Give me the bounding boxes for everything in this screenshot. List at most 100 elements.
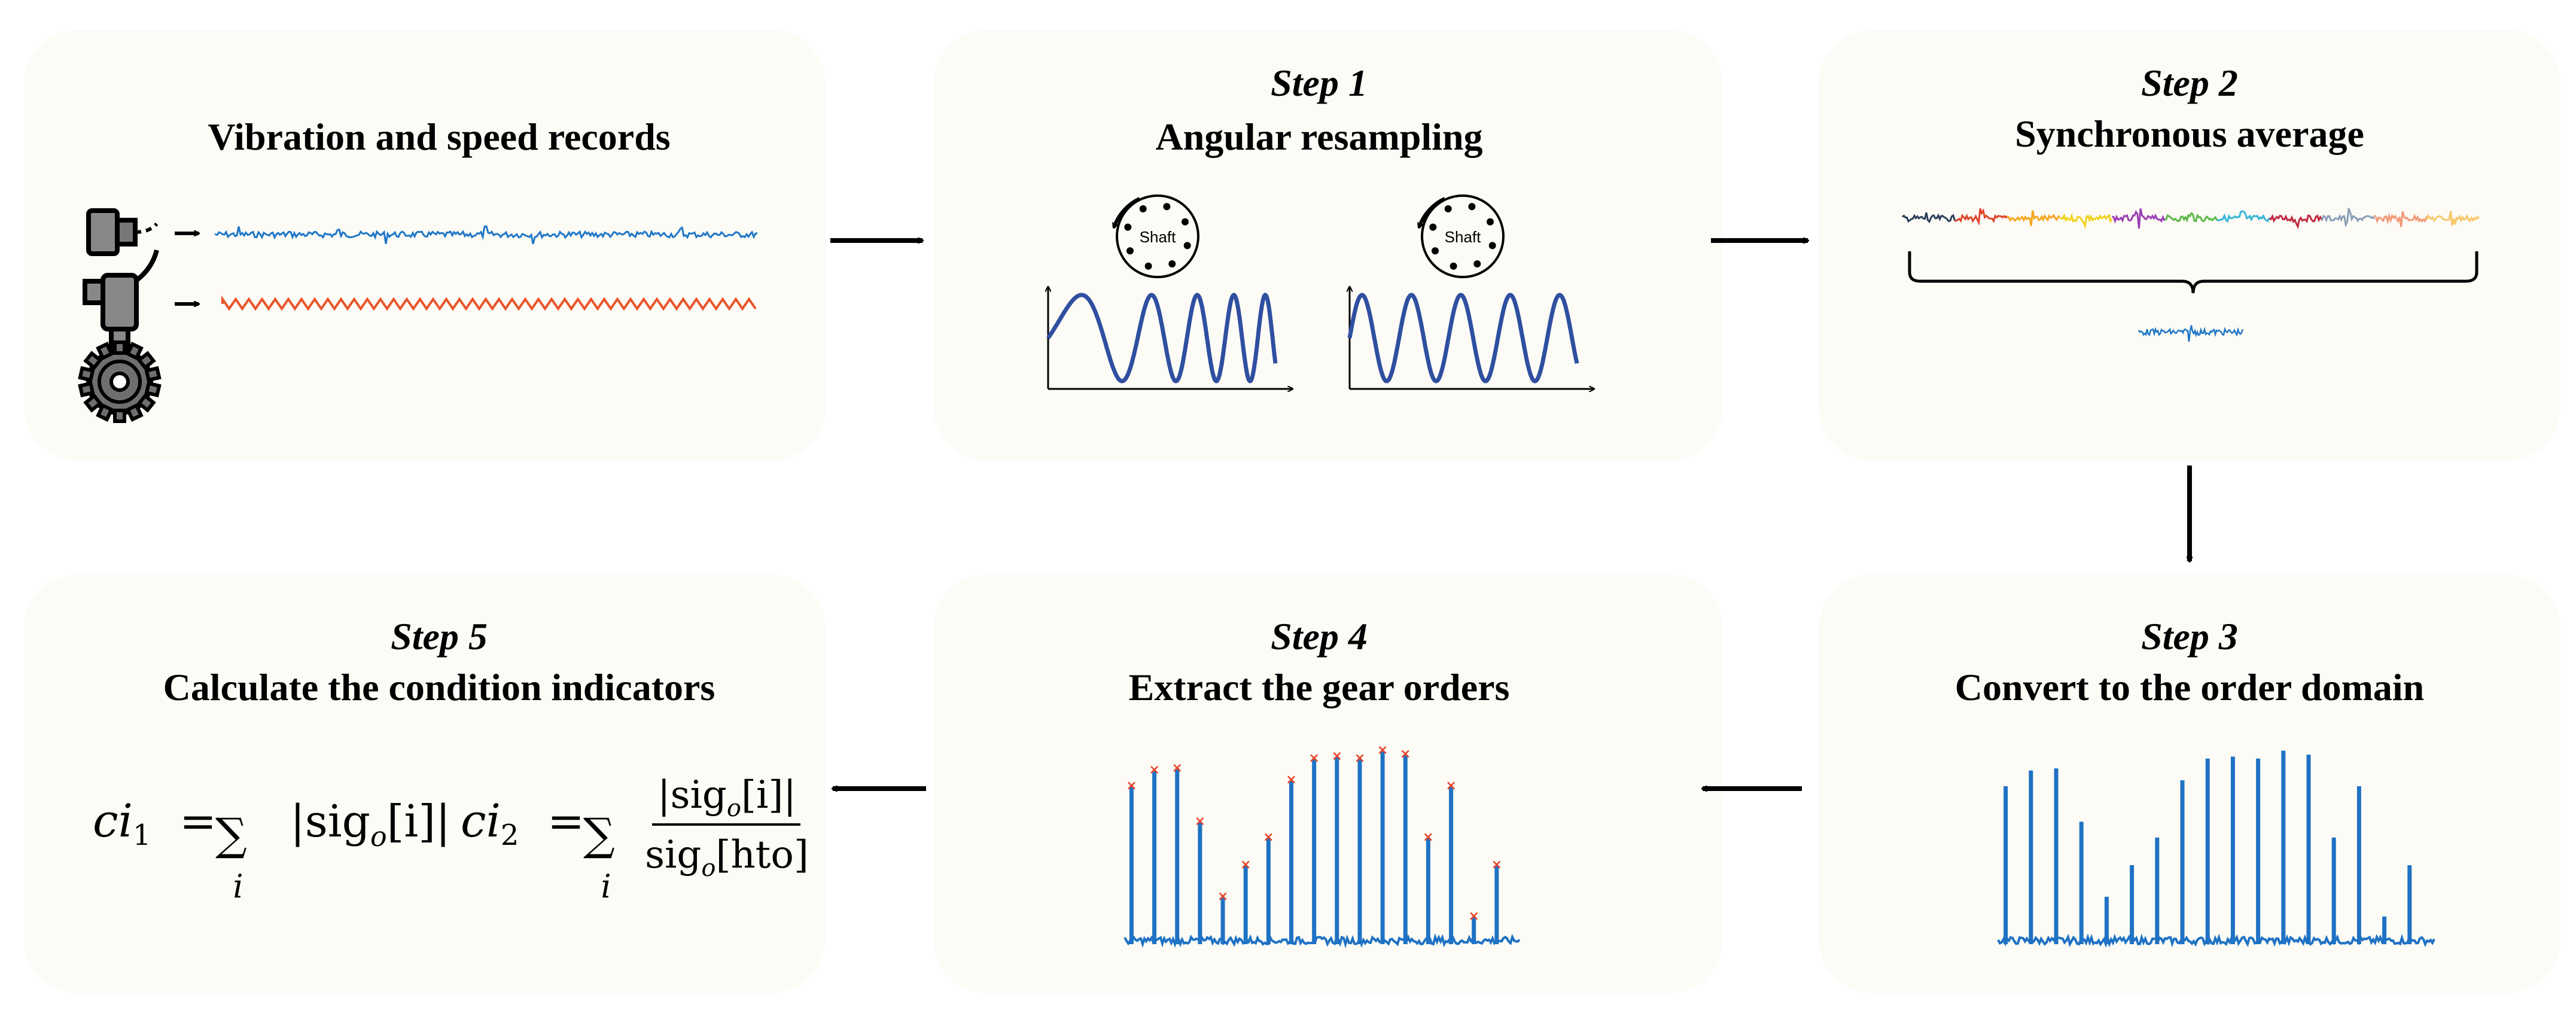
peak-marker: × — [1263, 830, 1274, 845]
ci1-equals: = — [179, 796, 217, 847]
peak-marker: × — [1468, 909, 1479, 924]
peak-marker: × — [1217, 889, 1228, 904]
step3-label: Step 3 — [2141, 615, 2238, 658]
ci1-lhs: ci — [93, 794, 133, 847]
peak-marker: × — [1400, 747, 1411, 762]
peak-marker: × — [1126, 778, 1137, 793]
sample-point — [1444, 205, 1452, 212]
gear-order-spectrum: ××××××××××××××××× — [1123, 743, 1521, 949]
ci2-num-sub: o — [727, 795, 741, 822]
svg-text:|sigo[i]|: |sigo[i]| — [290, 796, 450, 853]
sample-point — [1168, 260, 1176, 267]
gear-tooth — [136, 351, 156, 370]
revolution-segment — [1954, 208, 2008, 226]
noise-floor — [1123, 933, 1521, 949]
peak-marker: × — [1308, 751, 1319, 766]
sample-point — [1124, 223, 1132, 231]
sample-point — [1432, 247, 1439, 255]
svg-text:sigo[hto]: sigo[hto] — [645, 833, 809, 882]
shaft-label-left: Shaft — [1140, 228, 1176, 246]
ci2-den-sub: o — [701, 854, 715, 882]
peak-marker: × — [1377, 743, 1388, 758]
equation-ci2: ci2 = ∑ i |sigo[i]| sigo[hto] — [461, 773, 809, 905]
equation-ci1: ci1 = ∑ i |sigo[i]| — [93, 794, 450, 905]
gear-tooth — [144, 366, 162, 382]
gear-tooth — [125, 403, 144, 422]
sample-point — [1139, 205, 1147, 212]
synchronous-average-signal — [2137, 325, 2244, 342]
speed-signal — [221, 295, 757, 311]
sample-point — [1183, 242, 1191, 250]
peak-marker: × — [1423, 830, 1433, 845]
ci1-body-sub: o — [370, 820, 387, 853]
step2-title: Synchronous average — [2015, 112, 2364, 155]
revolution-segment — [2059, 212, 2113, 229]
peak-marker: × — [1172, 760, 1183, 775]
sample-point — [1488, 242, 1496, 250]
gear-tooth — [136, 393, 156, 413]
ci2-den: sig — [645, 833, 701, 877]
gear-tooth — [96, 342, 114, 361]
revolution-segment — [2112, 208, 2166, 229]
gear-tooth — [113, 340, 126, 355]
order-spectrum — [1997, 750, 2435, 948]
step2-label: Step 2 — [2141, 62, 2238, 104]
step1-label: Step 1 — [1271, 62, 1368, 104]
noise-floor — [1997, 933, 2435, 948]
gear-tooth — [78, 381, 95, 398]
ci1-body: |sig — [290, 796, 370, 847]
tachometer-icon — [83, 249, 159, 352]
sample-point — [1473, 260, 1481, 267]
gear-tooth — [96, 403, 114, 422]
ci1-sub: 1 — [133, 819, 151, 852]
ci2-index: i — [601, 868, 611, 905]
sample-point — [1487, 218, 1494, 226]
ci1-sum: ∑ — [215, 809, 247, 860]
panel-step5 — [24, 574, 826, 993]
step5-title: Calculate the condition indicators — [163, 666, 715, 708]
sample-point — [1163, 203, 1171, 211]
ci2-sub: 2 — [501, 819, 519, 852]
gear-tooth — [83, 351, 103, 370]
ci1-index: i — [233, 868, 243, 905]
revolution-segment — [2425, 211, 2480, 226]
step5-label: Step 5 — [391, 615, 488, 658]
gear-tooth — [125, 342, 144, 361]
revolution-segment — [2164, 212, 2218, 223]
peak-marker: × — [1445, 778, 1456, 793]
peak-marker: × — [1354, 751, 1365, 766]
ci2-num-tail: [i]| — [741, 773, 796, 817]
gear-tooth — [144, 381, 162, 398]
revolution-segment — [1902, 212, 1956, 224]
sample-point — [1450, 262, 1457, 270]
gear-tooth — [113, 409, 126, 423]
peak-marker: × — [1332, 749, 1342, 764]
svg-text:|sigo[i]|: |sigo[i]| — [657, 773, 796, 822]
step1-title: Angular resampling — [1155, 115, 1482, 158]
revolution-segment — [2006, 210, 2060, 226]
sample-point — [1468, 203, 1476, 211]
shaft-rotation-icon: Shaft — [1114, 194, 1199, 278]
panel-step2 — [1819, 30, 2560, 461]
ci2-lhs: ci — [461, 794, 501, 847]
step4-title: Extract the gear orders — [1129, 666, 1510, 708]
revolution-segment — [2373, 211, 2428, 227]
vibration-signal — [214, 225, 758, 245]
sample-point — [1126, 247, 1134, 255]
ci2-equals: = — [547, 796, 584, 847]
records-title: Vibration and speed records — [208, 115, 670, 158]
panel-step4 — [933, 574, 1723, 993]
ci2-den-tail: [hto] — [715, 833, 808, 877]
peak-marker: × — [1286, 772, 1296, 787]
gear-tooth — [78, 366, 95, 382]
svg-text:ci2: ci2 — [461, 794, 519, 852]
peak-marker: × — [1149, 763, 1159, 778]
revolution-segment — [2216, 210, 2270, 223]
ci2-num: |sig — [657, 773, 727, 817]
ci2-sum: ∑ — [583, 809, 615, 860]
chirp-waveform — [1046, 292, 1278, 384]
peak-marker: × — [1240, 857, 1251, 872]
step4-label: Step 4 — [1271, 615, 1368, 658]
gear-icon — [78, 340, 162, 423]
